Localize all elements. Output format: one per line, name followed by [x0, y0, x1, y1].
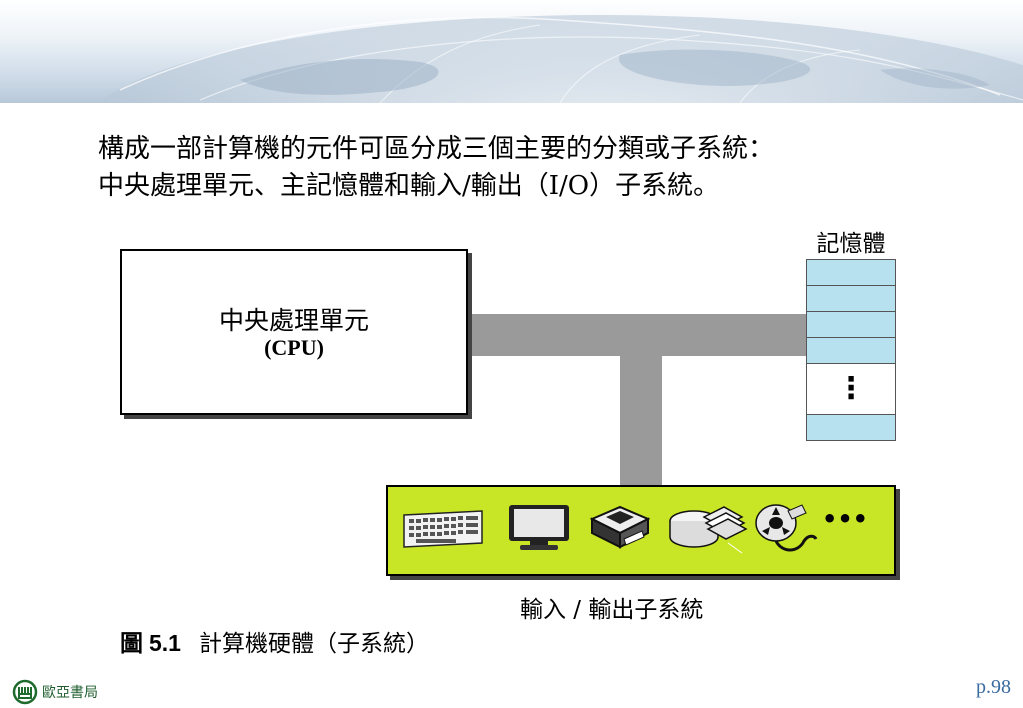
keyboard-icon — [403, 510, 483, 548]
memory-title: 記憶體 — [816, 231, 886, 257]
disk-drive-icon — [669, 506, 748, 554]
bus-horizontal — [468, 314, 810, 356]
globe-banner-graphic — [98, 15, 1023, 103]
bus-vertical — [620, 356, 662, 488]
tape-reel-icon — [755, 504, 818, 552]
publisher-emblem-icon — [12, 679, 38, 705]
intro-line-2: 中央處理單元、主記憶體和輸入/輸出（I/O）子系統。 — [98, 171, 720, 201]
vertical-ellipsis: ⋮ — [836, 371, 866, 406]
figure-prefix: 圖 — [120, 631, 143, 657]
io-subsystem-box: ••• — [386, 485, 896, 576]
memory-continuation: ⋮ — [807, 364, 895, 415]
memory-cell — [807, 286, 895, 312]
cpu-sublabel: (CPU) — [264, 335, 324, 360]
memory-cell — [807, 415, 895, 440]
intro-text: 構成一部計算機的元件可區分成三個主要的分類或子系統： 中央處理單元、主記憶體和輸… — [98, 131, 998, 205]
memory-cell — [807, 338, 895, 364]
memory-cell — [807, 312, 895, 338]
cpu-label: 中央處理單元 — [218, 306, 369, 335]
memory-cell — [807, 260, 895, 286]
figure-text: 計算機硬體（子系統） — [198, 631, 429, 657]
monitor-icon — [509, 505, 569, 550]
more-devices-ellipsis: ••• — [822, 505, 869, 533]
header-banner — [0, 0, 1023, 103]
cpu-box: 中央處理單元 (CPU) — [120, 249, 468, 415]
publisher-logo: 歐亞書局 — [12, 679, 98, 705]
intro-line-1: 構成一部計算機的元件可區分成三個主要的分類或子系統： — [98, 134, 775, 164]
page-number: p.98 — [976, 676, 1011, 698]
memory-stack: ⋮ — [806, 259, 896, 441]
figure-number: 5.1 — [149, 630, 181, 656]
printer-icon — [589, 505, 651, 549]
io-subsystem-label: 輸入 / 輸出子系統 — [520, 597, 704, 623]
publisher-name: 歐亞書局 — [42, 685, 98, 701]
